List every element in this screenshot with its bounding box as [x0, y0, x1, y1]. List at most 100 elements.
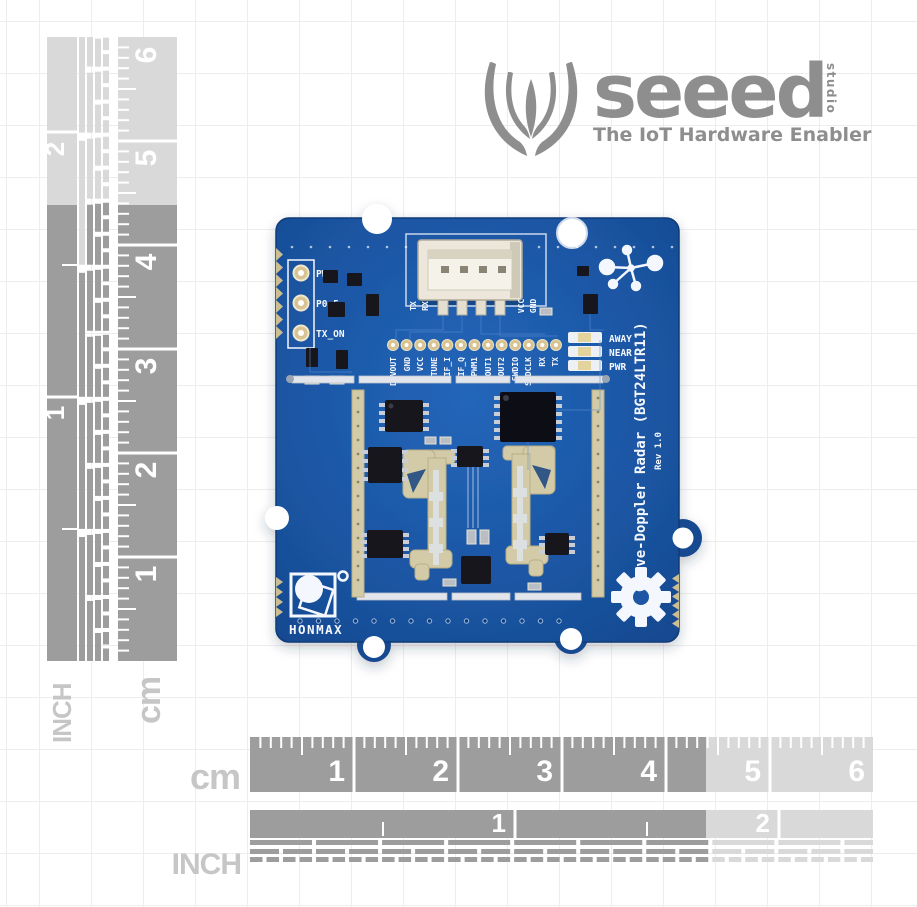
antenna-side-strips [351, 389, 605, 598]
ruler-mark [118, 483, 129, 486]
ruler-mark [530, 857, 544, 862]
silk-dot [537, 245, 541, 249]
mounting-hole [560, 628, 582, 650]
ruler-mark [87, 138, 93, 199]
castellation [276, 587, 283, 597]
ic-pin [403, 547, 409, 551]
ic-pin [361, 540, 367, 544]
ruler-mark [103, 318, 109, 331]
ruler-mark [415, 849, 445, 854]
seeed-logo-icon [484, 62, 578, 156]
ruler-mark [103, 169, 109, 183]
ruler-mark [103, 37, 109, 51]
ruler-mark [103, 450, 109, 463]
ruler-mark [737, 737, 740, 748]
ruler-mark [103, 499, 109, 513]
ruler-mark [118, 67, 129, 70]
header-pin-label: TX_ON [316, 329, 345, 340]
ruler-mark [662, 857, 676, 862]
ruler-mark [250, 849, 279, 854]
breakout-pin-label: VTUNE [430, 357, 439, 381]
silk-dot [594, 245, 598, 249]
ic-pin [494, 412, 500, 416]
castellation [276, 287, 283, 300]
ruler-mark [118, 441, 129, 444]
ruler-mark [79, 140, 85, 265]
ruler-number: 4 [640, 755, 657, 788]
ic-pin [402, 459, 408, 463]
via-dot [596, 424, 600, 428]
gear-tooth [635, 615, 647, 627]
ruler-mark [316, 840, 379, 845]
ruler-mark [332, 737, 335, 748]
ruler-mark [118, 639, 129, 642]
ruler-mark [118, 212, 129, 215]
ruler-mark [613, 857, 626, 862]
ruler-mark [118, 296, 136, 298]
via-dot [356, 494, 360, 498]
solder-strips [286, 375, 610, 601]
ruler-mark [118, 192, 136, 194]
ruler-mark [352, 737, 356, 792]
ruler-mark [394, 737, 397, 748]
ruler-mark [425, 737, 428, 748]
via-dot [356, 564, 360, 568]
ruler-mark [118, 285, 129, 288]
ruler-mark [301, 737, 303, 755]
ruler-mark [488, 737, 491, 748]
ic-pin [379, 411, 385, 415]
ruler-mark [95, 335, 101, 364]
ruler-mark [644, 737, 647, 748]
silk-dot [426, 618, 433, 624]
via-dot [596, 452, 600, 456]
breakout-pad-hole [499, 343, 504, 347]
ruler-mark [382, 840, 445, 845]
ruler-mark [349, 849, 379, 854]
ic-pin [494, 428, 500, 432]
ruler-mark [810, 737, 813, 748]
ruler-mark [103, 631, 109, 645]
ruler-mark [95, 401, 101, 430]
ruler-number: 5 [744, 755, 761, 788]
ruler-mark [580, 857, 593, 862]
connector-pin-label: VCC [517, 299, 526, 314]
breakout-pad-hole [540, 343, 545, 347]
ruler-mark [118, 223, 129, 226]
ruler-mark [103, 87, 109, 100]
ruler-mark [95, 633, 101, 661]
ruler-mark [448, 840, 511, 845]
ruler-mark [852, 737, 855, 748]
ruler-mark [679, 849, 709, 854]
ruler-mark [95, 500, 101, 529]
led-indicators: AWAY NEAR PWR [568, 332, 632, 373]
ruler-mark [646, 857, 659, 862]
ic-pin [539, 536, 545, 540]
ruler-mark [87, 72, 93, 133]
ruler-mark [103, 252, 109, 265]
ruler-mark [118, 243, 177, 247]
ruler-mark [779, 737, 782, 748]
silk-dot [347, 245, 351, 249]
ruler-mark [365, 857, 379, 862]
trace-lines [309, 314, 604, 470]
ic-pin [402, 477, 408, 481]
grove-connector: TX RX VCC GND [405, 233, 547, 316]
led-label: PWR [609, 362, 626, 373]
ruler-number: 1 [40, 406, 70, 420]
ruler-mark [831, 737, 834, 748]
ruler-mark [467, 737, 470, 748]
ruler-mark [436, 737, 439, 748]
ruler-mark [118, 608, 136, 610]
ruler-mark [95, 533, 101, 562]
ruler-mark [250, 857, 263, 862]
ruler-mark [497, 857, 511, 862]
ruler-mark [95, 236, 101, 265]
via-dot [356, 424, 360, 428]
ruler-mark [103, 384, 109, 397]
ruler-mark [316, 857, 329, 862]
ruler-mark [685, 737, 688, 748]
castellation [672, 601, 679, 610]
header-pin-label: P0.5 [316, 299, 339, 310]
ruler-mark [95, 368, 101, 397]
ruler-mark [266, 857, 280, 862]
